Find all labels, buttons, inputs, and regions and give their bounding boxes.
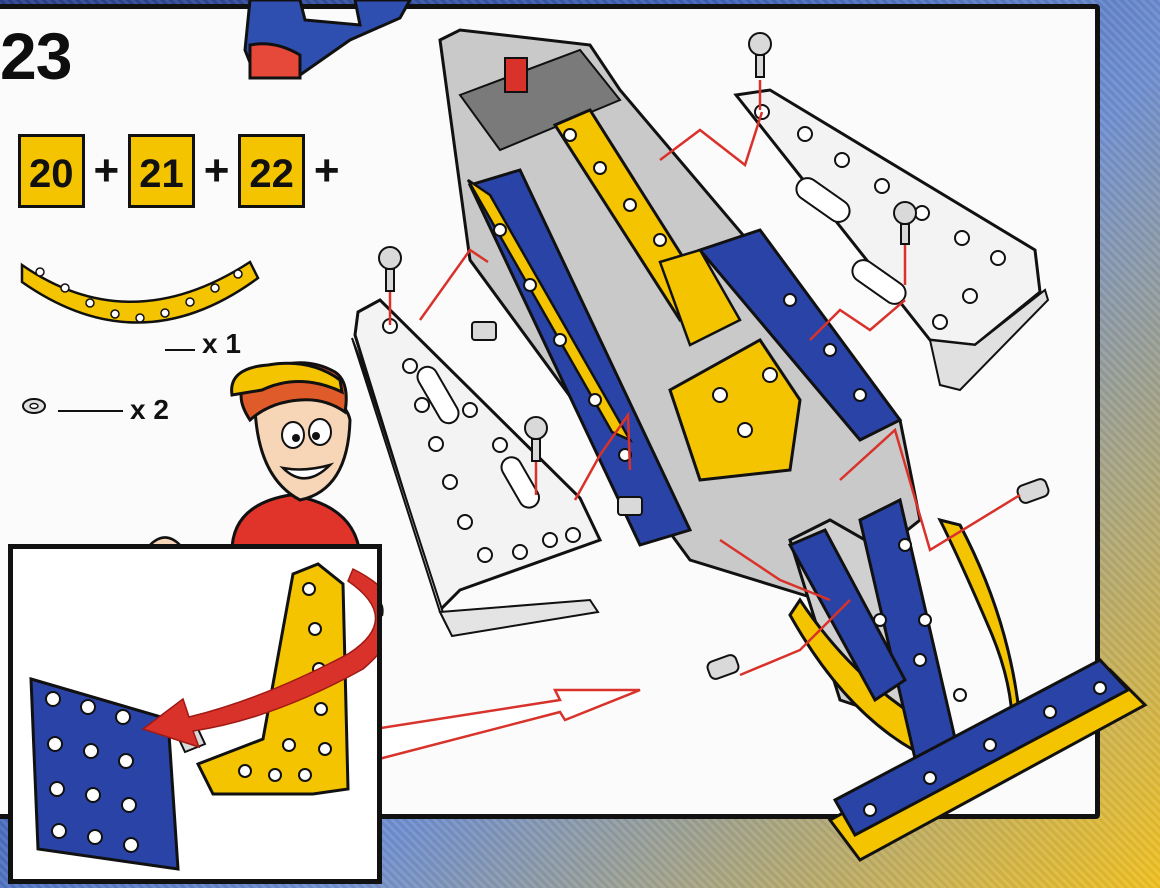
direction-arrow [368,690,640,760]
washer-quantity: x 2 [130,394,169,426]
curved-strip-quantity: x 1 [202,328,241,360]
shoe-illustration [245,0,410,78]
front-assembly [790,500,1145,860]
washer-part [23,399,123,413]
detail-inset [8,544,382,884]
detail-diagram [13,549,377,879]
